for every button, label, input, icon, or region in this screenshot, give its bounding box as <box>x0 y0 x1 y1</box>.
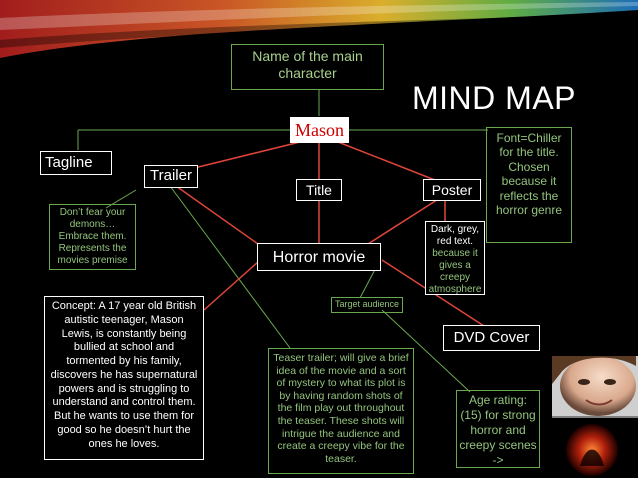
node-concept: Concept: A 17 year old British autistic … <box>44 296 204 460</box>
node-teaser: Teaser trailer; will give a brief idea o… <box>268 348 414 474</box>
font-note-text: Font=Chiller for the title. Chosen becau… <box>495 131 563 217</box>
actor-photo-image <box>552 356 638 478</box>
trailer-text: Trailer <box>150 167 192 184</box>
teaser-text: Teaser trailer; will give a brief idea o… <box>273 352 409 465</box>
age-rating-text: Age rating: (15) for strong horror and c… <box>459 393 537 467</box>
node-horror-movie: Horror movie <box>257 243 381 271</box>
node-target-audience: Target audience <box>331 297 403 313</box>
node-poster-colors: Dark, grey, red text. because it gives a… <box>425 221 485 295</box>
poster-colors-reason-text: because it gives a creepy atmosphere <box>428 248 482 295</box>
tagline-text: Tagline <box>45 154 93 171</box>
node-font-note: Font=Chiller for the title. Chosen becau… <box>486 127 572 243</box>
main-character-name-text: Mason <box>295 120 344 140</box>
poster-colors-text: Dark, grey, red text. <box>430 224 480 247</box>
horror-movie-text: Horror movie <box>272 249 366 266</box>
node-age-rating: Age rating: (15) for strong horror and c… <box>456 390 540 468</box>
slide-title: MIND MAP <box>412 80 576 116</box>
node-poster: Poster <box>423 179 481 201</box>
dvd-cover-text: DVD Cover <box>453 329 530 346</box>
actor-photo-graphic <box>552 356 638 478</box>
node-tagline-detail: Don’t fear your demons… Embrace them. Re… <box>49 204 136 270</box>
concept-text: Concept: A 17 year old British autistic … <box>50 300 198 450</box>
title-text: Title <box>306 182 332 198</box>
decorative-rainbow-banner <box>0 0 638 60</box>
node-title: Title <box>296 179 342 201</box>
poster-text: Poster <box>431 182 473 198</box>
node-main-character-name: Mason <box>290 117 349 143</box>
node-trailer: Trailer <box>144 165 198 188</box>
target-audience-text: Target audience <box>334 299 400 309</box>
tagline-detail-text: Don’t fear your demons… Embrace them. Re… <box>57 207 128 266</box>
node-dvd-cover: DVD Cover <box>443 325 540 351</box>
main-character-label-text: Name of the main character <box>252 48 363 81</box>
node-tagline: Tagline <box>40 151 112 175</box>
node-main-character-label: Name of the main character <box>231 44 384 90</box>
